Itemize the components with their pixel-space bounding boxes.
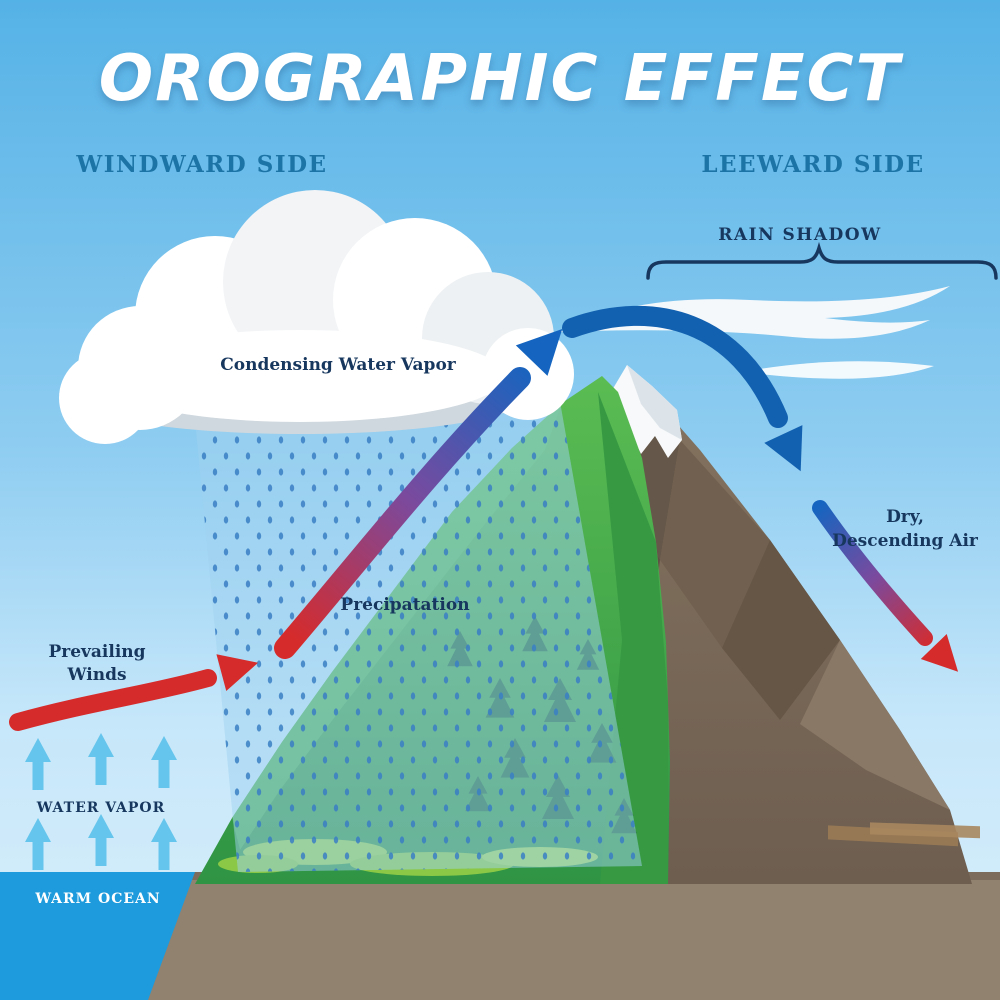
svg-text:Descending Air: Descending Air [832, 531, 979, 551]
svg-text:Dry,: Dry, [886, 507, 924, 527]
svg-text:Winds: Winds [66, 665, 126, 685]
dry-descending-air-label: Dry, Descending Air [832, 507, 979, 551]
rain-column [193, 362, 642, 872]
over-peak-arrow [562, 306, 803, 472]
rain-shadow-label: RAIN SHADOW [718, 225, 881, 245]
svg-text:Prevailing: Prevailing [48, 642, 145, 662]
diagram-title: OROGRAPHIC EFFECT [99, 42, 904, 116]
water-vapor-label: WATER VAPOR [36, 800, 166, 816]
ascending-air-arrow [274, 328, 563, 659]
prevailing-winds-arrow [9, 654, 259, 731]
prevailing-winds-label: Prevailing Winds [48, 642, 145, 685]
descending-air-arrow [812, 500, 959, 672]
condensing-water-vapor-label: Condensing Water Vapor [220, 355, 457, 375]
windward-side-label: WINDWARD SIDE [75, 151, 327, 178]
precipitation-label: Precipatation [340, 595, 469, 615]
leeward-side-label: LEEWARD SIDE [701, 151, 924, 178]
rain-shadow-brace [646, 241, 998, 280]
warm-ocean-label: WARM OCEAN [34, 891, 160, 907]
ocean [0, 872, 195, 1000]
